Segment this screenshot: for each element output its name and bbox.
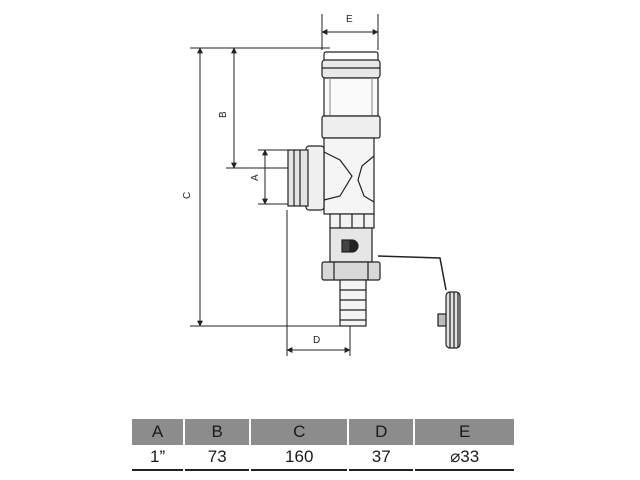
- header-b: B: [185, 419, 250, 445]
- dimension-d-label: D: [313, 335, 320, 346]
- header-d: D: [349, 419, 414, 445]
- value-c: 160: [251, 445, 348, 471]
- dimension-c: [190, 47, 345, 327]
- value-a: 1”: [132, 445, 184, 471]
- table-header-row: A B C D E: [132, 419, 514, 445]
- dimension-c-label: C: [182, 192, 193, 199]
- cap-chain: [377, 255, 447, 291]
- valve-technical-drawing: E C B A D: [182, 14, 461, 356]
- dimension-a: [258, 149, 290, 205]
- header-c: C: [251, 419, 348, 445]
- drain-cap: [437, 291, 461, 349]
- dimension-a-label: A: [250, 174, 261, 181]
- header-e: E: [415, 419, 514, 445]
- value-e: ⌀33: [415, 445, 514, 471]
- dimension-e-label: E: [346, 14, 353, 25]
- dimension-b-label: B: [218, 111, 229, 118]
- dimension-e: [321, 14, 379, 50]
- value-b: 73: [185, 445, 250, 471]
- table-row: 1” 73 160 37 ⌀33: [132, 445, 514, 471]
- value-d: 37: [349, 445, 414, 471]
- header-a: A: [132, 419, 184, 445]
- dimension-table: A B C D E 1” 73 160 37 ⌀33: [130, 419, 516, 471]
- valve-body: [287, 51, 381, 327]
